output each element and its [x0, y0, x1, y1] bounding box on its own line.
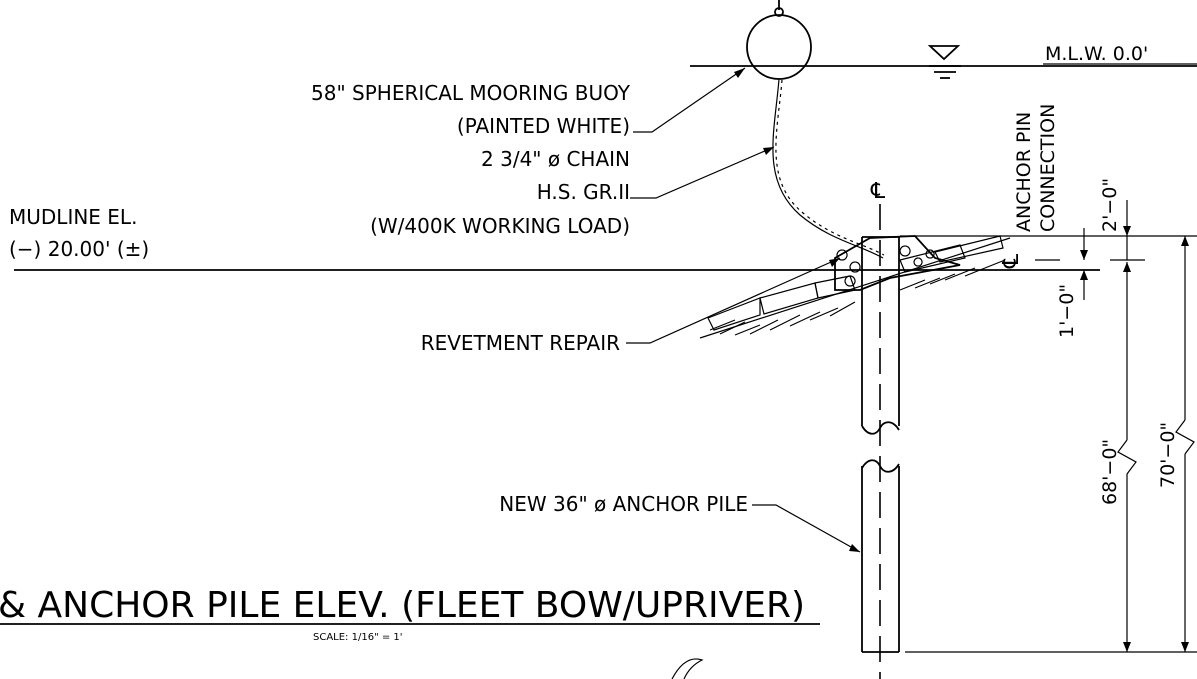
anchor-pin-label-2: CONNECTION: [1037, 104, 1059, 232]
mooring-chain: [772, 78, 885, 259]
dim-70ft-label: 70'−0": [1157, 422, 1179, 488]
drawing-scale: SCALE: 1/16" = 1': [313, 632, 403, 643]
dim-2ft: [1123, 200, 1131, 260]
mudline-label-2: (−) 20.00' (±): [9, 237, 149, 261]
buoy-label-1: 58" SPHERICAL MOORING BUOY: [311, 81, 631, 105]
dim-70ft: [1175, 236, 1195, 652]
centerline-symbol: ℄: [870, 179, 886, 204]
buoy-label-2: (PAINTED WHITE): [457, 114, 630, 138]
chain-label-3: (W/400K WORKING LOAD): [370, 214, 630, 238]
dim-68ft-label: 68'−0": [1099, 439, 1121, 505]
revetment-stones: [699, 235, 1011, 339]
revetment-label: REVETMENT REPAIR: [421, 331, 620, 355]
dim-68ft: [1117, 262, 1137, 652]
dimension-extension-lines: [900, 235, 1197, 653]
drawing-title: & ANCHOR PILE ELEV. (FLEET BOW/UPRIVER): [0, 585, 805, 626]
buoy-leader: [633, 67, 746, 133]
chain-label-2: H.S. GR.II: [537, 180, 630, 204]
water-level-symbol: [927, 45, 961, 79]
mudline-label-1: MUDLINE EL.: [9, 205, 137, 229]
anchor-pin-label-1: ANCHOR PIN: [1013, 112, 1035, 232]
dim-1ft-label: 1'−0": [1056, 284, 1078, 338]
water-level-label: M.L.W. 0.0': [1045, 43, 1148, 65]
dim-2ft-label: 2'−0": [1099, 178, 1121, 232]
chain-leader: [630, 146, 775, 199]
anchor-pile-label: NEW 36" ø ANCHOR PILE: [499, 492, 748, 516]
dim-1ft: [1080, 228, 1088, 300]
revetment-leader: [626, 257, 841, 344]
pile-leader: [752, 504, 861, 553]
chain-label-1: 2 3/4" ø CHAIN: [481, 147, 630, 171]
anchor-pin-centerline-symbol: ℄: [999, 253, 1024, 269]
detail-bubble-fragment: [671, 658, 704, 679]
mooring-buoy: [746, 0, 812, 80]
